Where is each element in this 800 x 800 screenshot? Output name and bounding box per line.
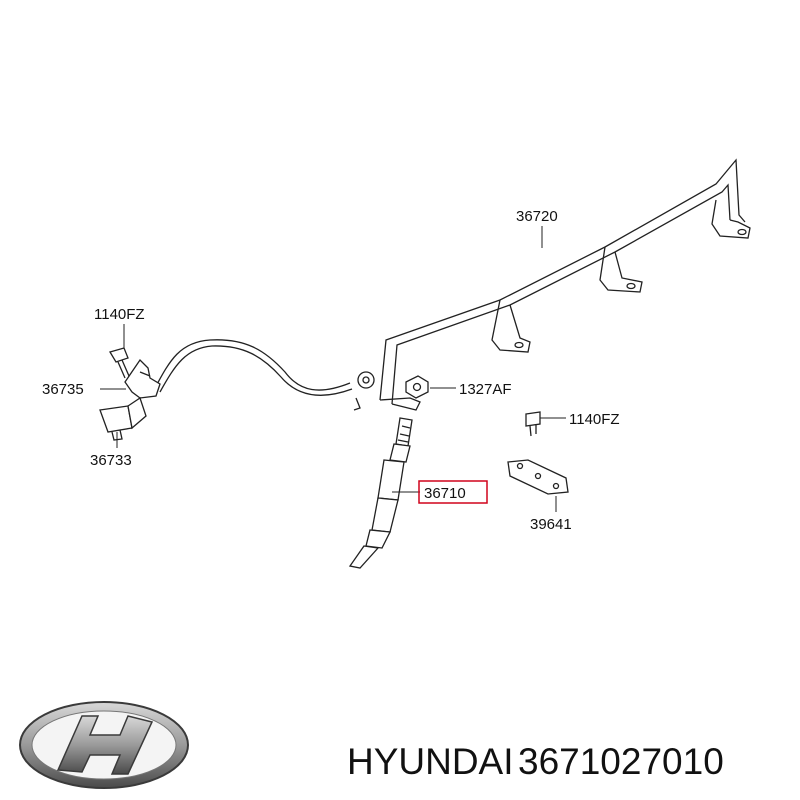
part-number-text: 3671027010 [518, 741, 724, 782]
highlight-box [418, 480, 488, 504]
nut-part [405, 375, 429, 399]
glow-plug-part [348, 417, 413, 569]
ground-wire [154, 339, 375, 411]
brand-text: HYUNDAI [347, 741, 514, 782]
plate-part [507, 459, 569, 495]
bracket-part [124, 358, 161, 399]
connector-part [99, 396, 147, 441]
label-bolt-top-left: 1140FZ [94, 306, 145, 323]
leader-lines [100, 226, 566, 512]
glow-plug-harness [379, 158, 751, 411]
label-glow-plug: 36710 [424, 485, 466, 502]
bolt-right-part [525, 411, 541, 437]
label-connector: 36733 [90, 452, 132, 469]
hyundai-logo-icon [19, 701, 189, 789]
label-bolt-right: 1140FZ [569, 411, 620, 428]
label-nut: 1327AF [459, 381, 512, 398]
label-plate: 39641 [530, 516, 572, 533]
label-bracket: 36735 [42, 381, 84, 398]
label-harness: 36720 [516, 208, 558, 225]
bolt-left-part [109, 347, 130, 379]
